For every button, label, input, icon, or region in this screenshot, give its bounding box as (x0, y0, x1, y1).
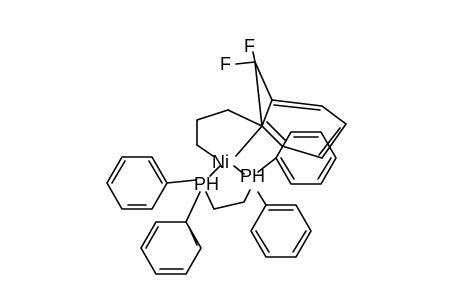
bond-ch2-ch2-bridge (213, 201, 245, 210)
bond-cf2-f-top (252, 51, 256, 63)
bond-ni-c2 (235, 125, 263, 157)
atom-label-nickel: Ni (212, 152, 229, 172)
phenyl-ring-bottom-right (250, 204, 312, 258)
atom-label-phosphine-left: PH (194, 174, 219, 194)
phenyl-ring-right (275, 131, 337, 185)
bond-c4-c5-double (318, 127, 341, 156)
bond-cf2-c1 (254, 61, 273, 101)
atom-label-phosphine-right: PH (240, 166, 265, 186)
bond-c2-ch2 (227, 109, 263, 127)
bond-ch2-ni (196, 144, 214, 157)
bond-p-right-ph4 (257, 191, 267, 206)
bond-c4-c5 (321, 123, 347, 159)
phenyl-ring-left (106, 156, 168, 210)
phenyl-ring-bottom-left (140, 221, 202, 275)
bond-cf2-c2 (254, 61, 263, 127)
bond-c3-c4 (321, 105, 347, 125)
bond-c1-c3-double (273, 104, 321, 111)
bond-c1-c2 (261, 99, 273, 127)
bond-c1-c3 (271, 99, 323, 107)
bond-p-left-ch2 (205, 191, 215, 210)
bond-c6-c2-double (266, 121, 287, 142)
bond-p-left-ph1 (166, 179, 197, 184)
bond-c5-c6 (281, 145, 323, 159)
bond-c6-c2 (261, 125, 283, 147)
bond-ni-p-left (209, 165, 221, 177)
bond-ch2-p-right (243, 189, 251, 203)
bond-ch2-ch2 (196, 109, 229, 121)
bond-cf2-f-left (235, 61, 256, 65)
atom-label-fluorine-left: F (220, 54, 231, 74)
atom-label-fluorine-top: F (244, 36, 255, 56)
bond-p-right-ph3 (257, 157, 277, 173)
bond-ni-p-right (233, 165, 245, 175)
bond-p-left-ph2 (185, 191, 201, 223)
